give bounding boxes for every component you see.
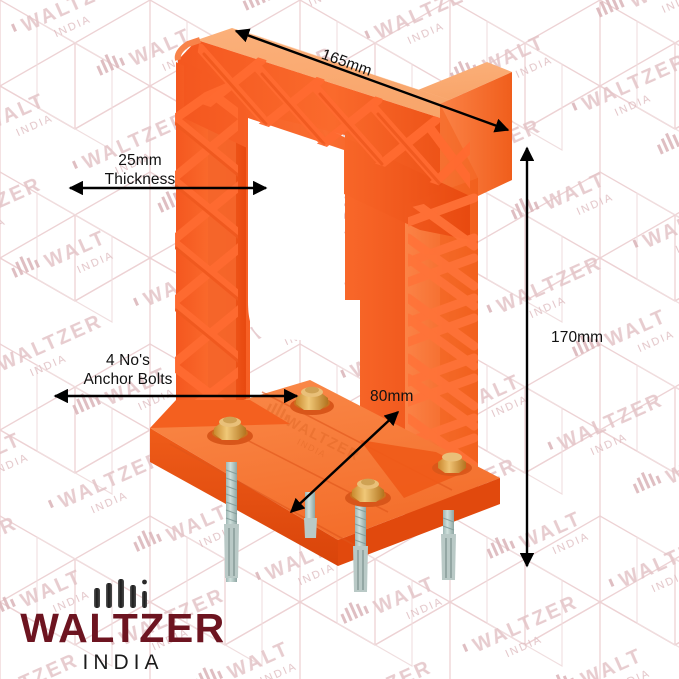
logo-brand-text: WALTZER — [20, 605, 226, 651]
dimension-label-25mm-line1: 25mm — [118, 152, 162, 169]
logo-sound-bars-icon — [94, 579, 147, 608]
brand-logo: WALTZER INDIA — [18, 574, 228, 673]
dimension-label-170mm: 170mm — [551, 329, 604, 346]
dimension-label-80mm: 80mm — [370, 388, 414, 405]
dimension-arrow-165mm — [234, 28, 510, 133]
dimension-label-anchor-bolts-line2: Anchor Bolts — [83, 371, 173, 388]
logo-country-text: INDIA — [82, 651, 164, 674]
dimension-label-25mm-line2: Thickness — [104, 171, 176, 188]
dimension-arrow-80mm — [289, 411, 400, 513]
dimension-label-anchor-bolts-line1: 4 No's — [105, 352, 151, 369]
